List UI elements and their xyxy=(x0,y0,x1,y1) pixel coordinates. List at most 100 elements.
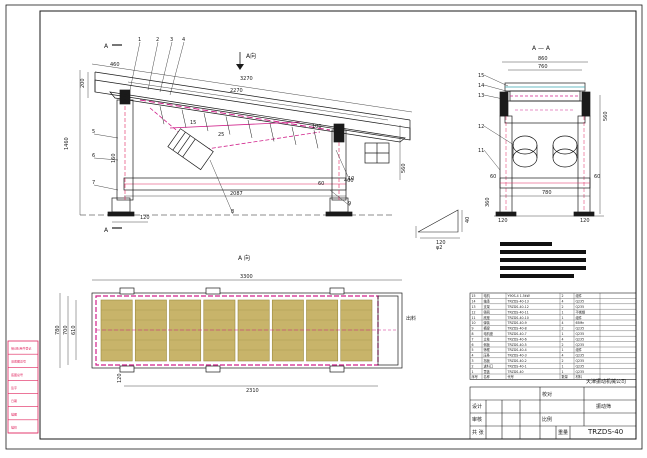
title-block-text: 天津振动机械公司 振动筛 TRZDS-40 校对 设计 审核 比例 重量 共 张 xyxy=(472,378,626,436)
plan-dim-610: 610 xyxy=(71,325,77,335)
parts-cell: 4 xyxy=(472,354,474,358)
detail-dim-40: 40 xyxy=(465,217,471,223)
plan-view-labels: A 向 3300 780 700 610 2310 120 出料 xyxy=(55,254,416,394)
dim-460: 460 xyxy=(110,62,120,68)
parts-cell: 筛框 xyxy=(484,347,491,352)
section-mark-top: A xyxy=(104,43,109,50)
detail-dim-120: 120 xyxy=(436,240,446,246)
parts-cell: 组件 xyxy=(576,347,583,352)
parts-cell: Q235 xyxy=(576,359,585,363)
balloon-11: 11 xyxy=(478,148,484,154)
parts-cell: Q235 xyxy=(576,354,585,358)
parts-cell: 电机座 xyxy=(484,331,494,336)
outlet-tag: 出料 xyxy=(406,315,416,322)
dim-2087: 2087 xyxy=(230,191,243,197)
parts-cell: Q235 xyxy=(576,300,585,304)
parts-cell: 2 xyxy=(562,359,564,363)
dim-100: 100 xyxy=(312,124,322,130)
parts-cell: 罩盖 xyxy=(484,369,491,374)
dim-25: 25 xyxy=(218,132,224,138)
drawing-name: 振动筛 xyxy=(596,403,611,410)
parts-cell: 不锈钢 xyxy=(576,309,586,314)
balloon-6: 6 xyxy=(92,153,95,159)
dim-15: 15 xyxy=(190,120,196,126)
end-view-title: A — A xyxy=(532,45,551,52)
parts-cell: 挡板 xyxy=(484,358,491,363)
parts-cell: TRZDS-40-3 xyxy=(507,354,527,358)
parts-cell: 1 xyxy=(562,370,564,374)
parts-cell: Q235 xyxy=(576,305,585,309)
inner-frame xyxy=(39,10,637,440)
end-view-labels: A — A 860 760 560 60 60 780 120 120 360 xyxy=(485,45,609,224)
parts-cell: TRZDS-40-10 xyxy=(507,316,529,320)
parts-cell: 筛网 xyxy=(484,309,490,314)
stamp-row-label: 签字 xyxy=(11,385,17,390)
parts-cell: Y90S-4 1.5kW xyxy=(508,294,531,298)
dim-200: 200 xyxy=(80,78,86,88)
parts-cell: Q235 xyxy=(576,332,585,336)
balloon-5: 5 xyxy=(92,129,95,135)
technical-notes xyxy=(500,242,586,278)
parts-cell: 1 xyxy=(472,370,474,374)
parts-cell: 14 xyxy=(472,300,476,304)
parts-cell: 1 xyxy=(562,332,564,336)
parts-cell: TRZDS-40-6 xyxy=(507,337,527,341)
stamp-row-label: 描校 xyxy=(11,424,17,429)
plan-dim-side: 120 xyxy=(117,373,123,383)
stamp-row-label: 描图 xyxy=(11,411,17,416)
parts-cell: 横梁 xyxy=(484,326,491,331)
parts-cell: 12 xyxy=(472,310,476,314)
balloon-4: 4 xyxy=(182,37,185,43)
parts-cell: TRZDS-40-9 xyxy=(507,321,527,325)
parts-header: 材料 xyxy=(576,374,583,379)
parts-header: 名称 xyxy=(484,374,491,379)
parts-cell: Q235 xyxy=(576,327,585,331)
parts-cell: TRZDS-40-11 xyxy=(507,310,529,314)
parts-cell: 2 xyxy=(562,305,564,309)
end-dim-360: 360 xyxy=(485,197,491,207)
parts-cell: TRZDS-40-7 xyxy=(507,332,527,336)
dim-2270: 2270 xyxy=(230,88,243,94)
parts-cell: 65Mn xyxy=(576,321,585,325)
parts-cell: 4 xyxy=(562,354,564,358)
dim-560: 560 xyxy=(401,163,407,173)
parts-cell: 4 xyxy=(562,321,564,325)
parts-cell: TRZDS-40-8 xyxy=(507,327,527,331)
approved-label: 审核 xyxy=(472,416,482,423)
parts-cell: TRZDS-40-4 xyxy=(507,348,527,352)
plan-dim-700: 700 xyxy=(63,325,69,335)
dim-3270: 3270 xyxy=(240,76,253,82)
plan-dim-bottom: 2310 xyxy=(246,388,259,394)
parts-cell: 侧板 xyxy=(484,342,491,347)
company-name: 天津振动机械公司 xyxy=(586,378,626,385)
parts-cell: TRZDS-40-1 xyxy=(507,364,527,368)
parts-cell: 1 xyxy=(562,310,564,314)
dim-460b: 460 xyxy=(344,178,354,184)
parts-cell: 5 xyxy=(472,348,474,352)
side-view xyxy=(79,44,413,229)
stamp-row-label: 借(通)用件登记 xyxy=(11,346,31,351)
parts-cell: 3 xyxy=(472,359,474,363)
balloon-3: 3 xyxy=(170,37,173,43)
parts-cell: 2 xyxy=(562,343,564,347)
parts-cell: 轴承 xyxy=(484,299,491,304)
parts-cell: Q235 xyxy=(576,370,585,374)
end-dim-60: 60 xyxy=(490,174,496,180)
title-block xyxy=(469,386,637,440)
end-view xyxy=(494,61,604,217)
balloon-7: 7 xyxy=(92,180,95,186)
side-view-labels: A A A向 3270 2270 1460 460 200 120 2087 1… xyxy=(64,43,407,234)
parts-cell: Q235 xyxy=(576,343,585,347)
scale-label: 比例 xyxy=(542,416,552,423)
parts-cell: 立柱 xyxy=(484,336,491,341)
parts-cell: 2 xyxy=(472,364,474,368)
parts-cell: 2 xyxy=(562,327,564,331)
dim-60: 60 xyxy=(318,181,324,187)
sheet-label: 共 张 xyxy=(472,429,484,436)
detail-label: φ2 xyxy=(436,245,442,251)
balloon-2: 2 xyxy=(156,37,159,43)
